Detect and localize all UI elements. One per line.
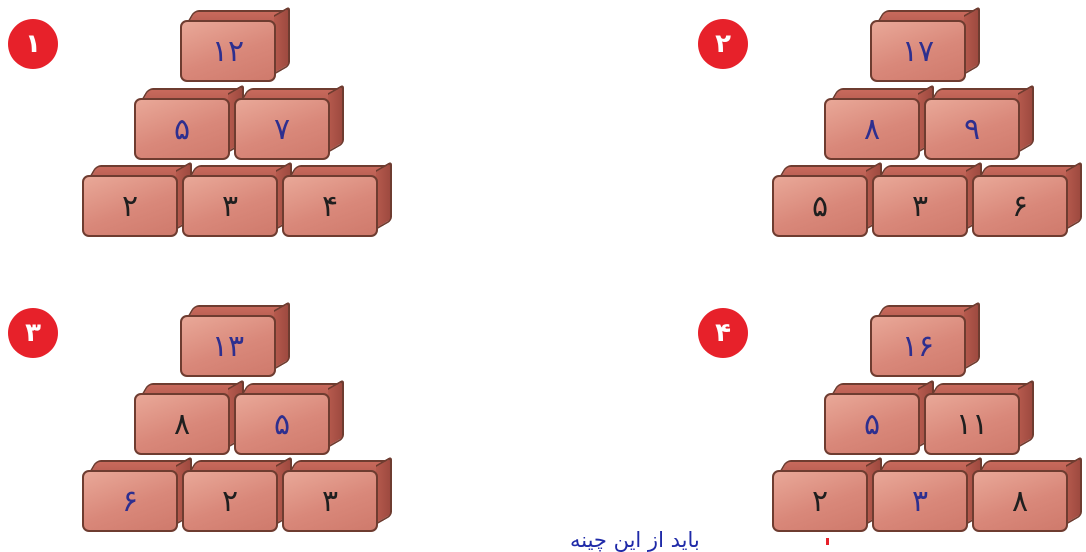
brick-middle-right-value: ۱۱ (955, 406, 989, 442)
brick-bottom-right-value: ۸ (1011, 483, 1029, 519)
brick-bottom-right: ۶ (972, 160, 1082, 237)
brick-bottom-left: ۶ (82, 455, 192, 532)
red-mark (826, 538, 829, 545)
brick-middle-left: ۵ (134, 83, 244, 160)
brick-bottom-center-value: ۲ (221, 483, 239, 519)
brick-top: ۱۷ (870, 5, 980, 82)
footer-caption: باید از این چینه (570, 528, 700, 552)
brick-pyramid-2: ۲ ۱۷ ۸ ۹ ۵ ۳ ۶ (698, 5, 1086, 245)
brick-middle-left-value: ۵ (863, 406, 881, 442)
brick-middle-left: ۵ (824, 378, 934, 455)
brick-middle-left-value: ۵ (173, 111, 191, 147)
brick-middle-right: ۱۱ (924, 378, 1034, 455)
brick-bottom-left-value: ۲ (811, 483, 829, 519)
brick-bottom-center: ۳ (182, 160, 292, 237)
brick-middle-right-value: ۵ (273, 406, 291, 442)
brick-bottom-right: ۸ (972, 455, 1082, 532)
exercise-number-badge: ۳ (8, 308, 58, 358)
brick-bottom-center-value: ۳ (221, 188, 239, 224)
brick-middle-left-value: ۸ (863, 111, 881, 147)
brick-bottom-right: ۳ (282, 455, 392, 532)
brick-pyramid-4: ۴ ۱۶ ۵ ۱۱ ۲ ۳ ۸ (698, 300, 1086, 540)
brick-bottom-right-value: ۶ (1011, 188, 1029, 224)
brick-bottom-left-value: ۵ (811, 188, 829, 224)
brick-middle-left: ۸ (134, 378, 244, 455)
exercise-number-badge: ۴ (698, 308, 748, 358)
brick-top: ۱۳ (180, 300, 290, 377)
brick-middle-right: ۹ (924, 83, 1034, 160)
brick-bottom-right: ۴ (282, 160, 392, 237)
brick-bottom-left-value: ۲ (121, 188, 139, 224)
brick-bottom-center-value: ۳ (911, 188, 929, 224)
brick-top: ۱۶ (870, 300, 980, 377)
brick-bottom-left: ۵ (772, 160, 882, 237)
brick-bottom-center: ۲ (182, 455, 292, 532)
brick-bottom-left: ۲ (82, 160, 192, 237)
brick-middle-right-value: ۹ (963, 111, 981, 147)
brick-top-value: ۱۶ (901, 328, 935, 364)
brick-top-value: ۱۲ (211, 33, 245, 69)
brick-middle-right: ۵ (234, 378, 344, 455)
brick-middle-right: ۷ (234, 83, 344, 160)
brick-bottom-right-value: ۴ (321, 188, 339, 224)
exercise-number-badge: ۱ (8, 19, 58, 69)
brick-top: ۱۲ (180, 5, 290, 82)
brick-bottom-center-value: ۳ (911, 483, 929, 519)
brick-bottom-left-value: ۶ (121, 483, 139, 519)
brick-bottom-left: ۲ (772, 455, 882, 532)
exercise-number-badge: ۲ (698, 19, 748, 69)
brick-bottom-center: ۳ (872, 455, 982, 532)
brick-bottom-right-value: ۳ (321, 483, 339, 519)
brick-top-value: ۱۷ (901, 33, 935, 69)
brick-bottom-center: ۳ (872, 160, 982, 237)
brick-pyramid-1: ۱ ۱۲ ۵ ۷ ۲ ۳ ۴ (8, 5, 408, 245)
brick-middle-right-value: ۷ (273, 111, 291, 147)
brick-top-value: ۱۳ (211, 328, 245, 364)
brick-pyramid-3: ۳ ۱۳ ۸ ۵ ۶ ۲ ۳ (8, 300, 408, 540)
brick-middle-left: ۸ (824, 83, 934, 160)
brick-middle-left-value: ۸ (173, 406, 191, 442)
